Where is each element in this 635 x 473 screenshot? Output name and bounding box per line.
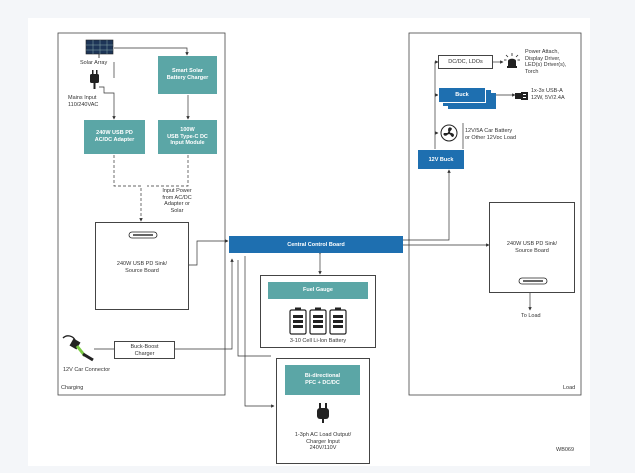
power-plug-icon [88, 70, 102, 95]
buck-boost-label: Buck-Boost Charger [130, 344, 159, 357]
to-load-label: To Load [521, 313, 541, 319]
bidirectional-pfc-block: Bi-directional PFC + DC/DC [285, 365, 360, 395]
usb-c-port-icon [128, 231, 158, 239]
car-battery-label: 12V/5A Car Battery or Other 12Vᴅᴄ Load [465, 128, 517, 141]
usb-a-label: 1x-3x USB-A 12W, 5V/2.4A [531, 88, 565, 101]
ac-plug-icon [317, 403, 329, 423]
car-connector-label: 12V Car Connector [63, 367, 111, 373]
battery-cells-icon [289, 307, 347, 335]
usb-pd-sink-left-label: 240W USB PD Sink/ Source Board [116, 261, 168, 274]
solar-panel-icon [85, 39, 115, 64]
ac-output-label: 1-3ph AC Load Output/ Charger Input 240V… [294, 432, 352, 452]
dcdc-ldos-block: DC/DC, LDOs [438, 55, 493, 69]
dcdc-ldos-label: DC/DC, LDOs [448, 59, 483, 65]
mains-input-label: Mains Input 110/240VAC [68, 95, 99, 108]
power-attach-label: Power Attach, Display Driver, LED(s) Dri… [525, 49, 567, 75]
buck-block: Buck [438, 87, 486, 103]
charging-region-label: Charging [61, 385, 84, 391]
fan-icon [440, 124, 458, 147]
buck-boost-block: Buck-Boost Charger [114, 341, 175, 359]
car-connector-icon [61, 332, 95, 367]
connector-lines [57, 32, 582, 408]
usb-pd-sink-left-block: 240W USB PD Sink/ Source Board [95, 222, 189, 310]
smart-solar-charger-block: Smart Solar Battery Charger [158, 56, 217, 94]
usb-pd-sink-right-block: 240W USB PD Sink/ Source Board [489, 202, 575, 293]
usb-a-plug-icon [515, 89, 529, 107]
usb-c-port-right-icon [518, 277, 548, 285]
torch-icon [504, 53, 520, 74]
usb-pd-adapter-block: 240W USB PD AC/DC Adapter [84, 120, 145, 154]
fuel-gauge-block: Fuel Gauge [268, 282, 368, 299]
solar-array-label: Solar Array [80, 60, 108, 66]
usbc-input-module-block: 100W USB Type-C DC Input Module [158, 120, 217, 154]
battery-pack-block: Fuel Gauge 3-10 Cell Li-Ion Battery [260, 275, 376, 348]
central-control-board: Central Control Board [229, 236, 403, 253]
load-region-label: Load [563, 385, 576, 391]
battery-label: 3-10 Cell Li-Ion Battery [289, 338, 347, 344]
usb-pd-sink-right-label: 240W USB PD Sink/ Source Board [506, 241, 558, 254]
diagram-canvas: Solar Array Mains Input 110/240VAC Smart… [28, 18, 590, 466]
buck-12v-block: 12V Buck [418, 150, 464, 169]
figure-id: WB069 [556, 447, 575, 453]
input-power-note: Input Power from AC/DC Adapter or Solar [162, 188, 192, 214]
bidirectional-block-frame: Bi-directional PFC + DC/DC 1-3ph AC Load… [276, 358, 370, 464]
